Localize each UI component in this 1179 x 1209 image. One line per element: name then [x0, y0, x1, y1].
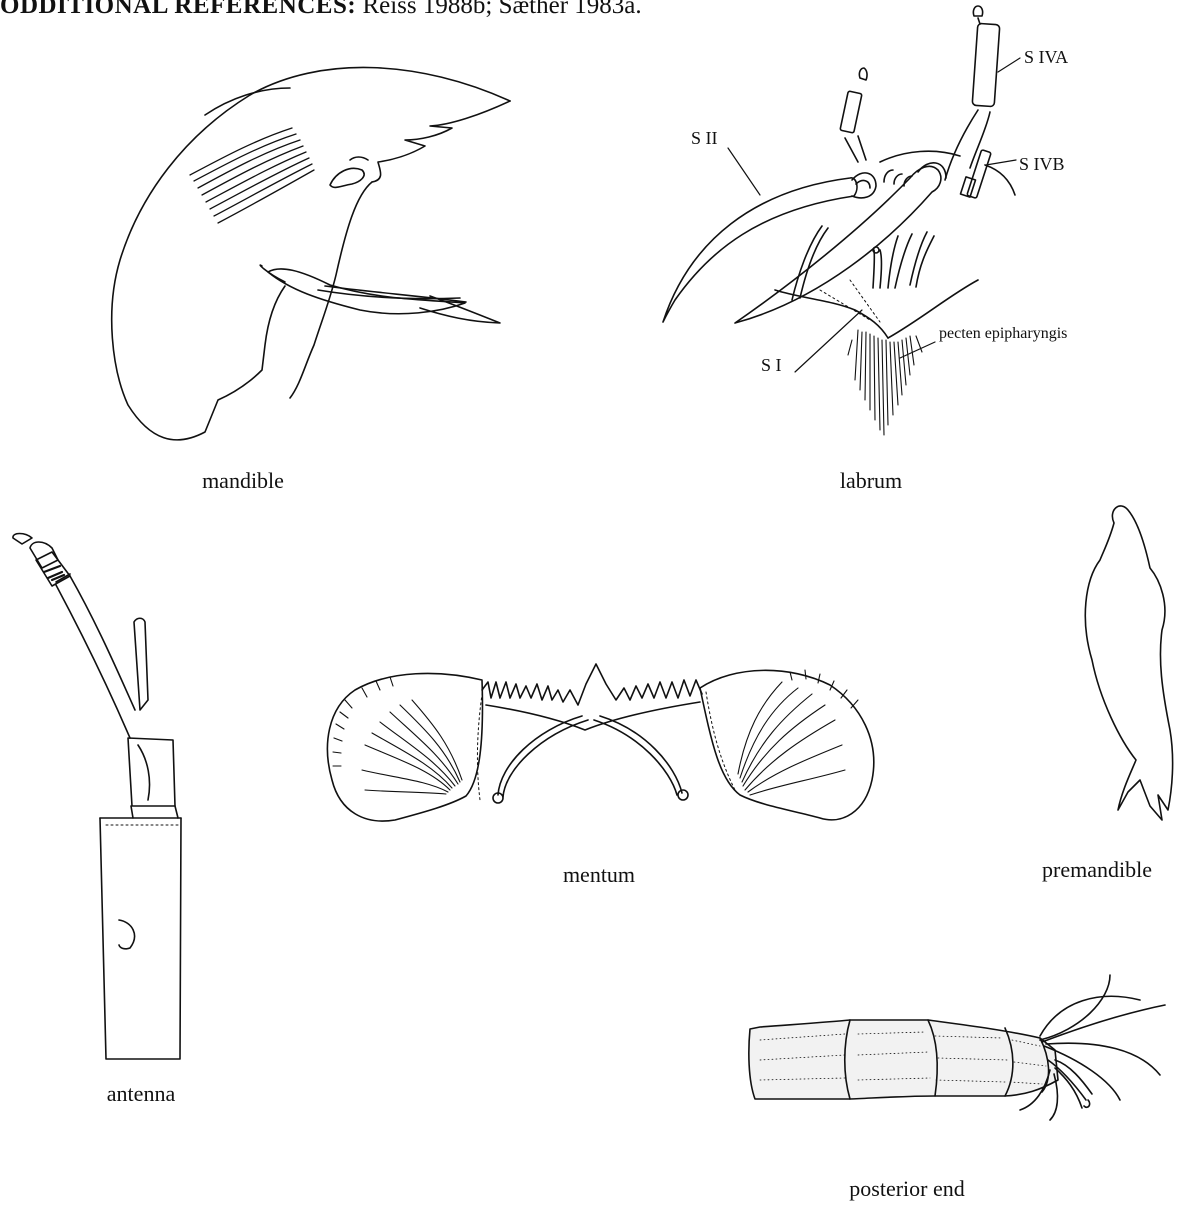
- label-s-ii: S II: [691, 128, 718, 149]
- label-s-iva: S IVA: [1024, 47, 1068, 68]
- caption-mandible: mandible: [202, 468, 284, 494]
- mentum-drawing: [327, 664, 873, 821]
- premandible-drawing: [1085, 506, 1172, 820]
- labrum-drawing: [663, 6, 1020, 435]
- label-s-ivb: S IVB: [1019, 154, 1065, 175]
- antenna-drawing: [13, 534, 181, 1060]
- posterior-end-drawing: [749, 975, 1165, 1120]
- caption-labrum: labrum: [840, 468, 902, 494]
- label-pecten-epipharyngis: pecten epipharyngis: [939, 325, 1067, 343]
- caption-premandible: premandible: [1042, 857, 1152, 883]
- mandible-drawing: [112, 67, 510, 439]
- caption-mentum: mentum: [563, 862, 635, 888]
- caption-posterior-end: posterior end: [849, 1176, 964, 1202]
- caption-antenna: antenna: [107, 1081, 175, 1107]
- label-s-i: S I: [761, 355, 782, 376]
